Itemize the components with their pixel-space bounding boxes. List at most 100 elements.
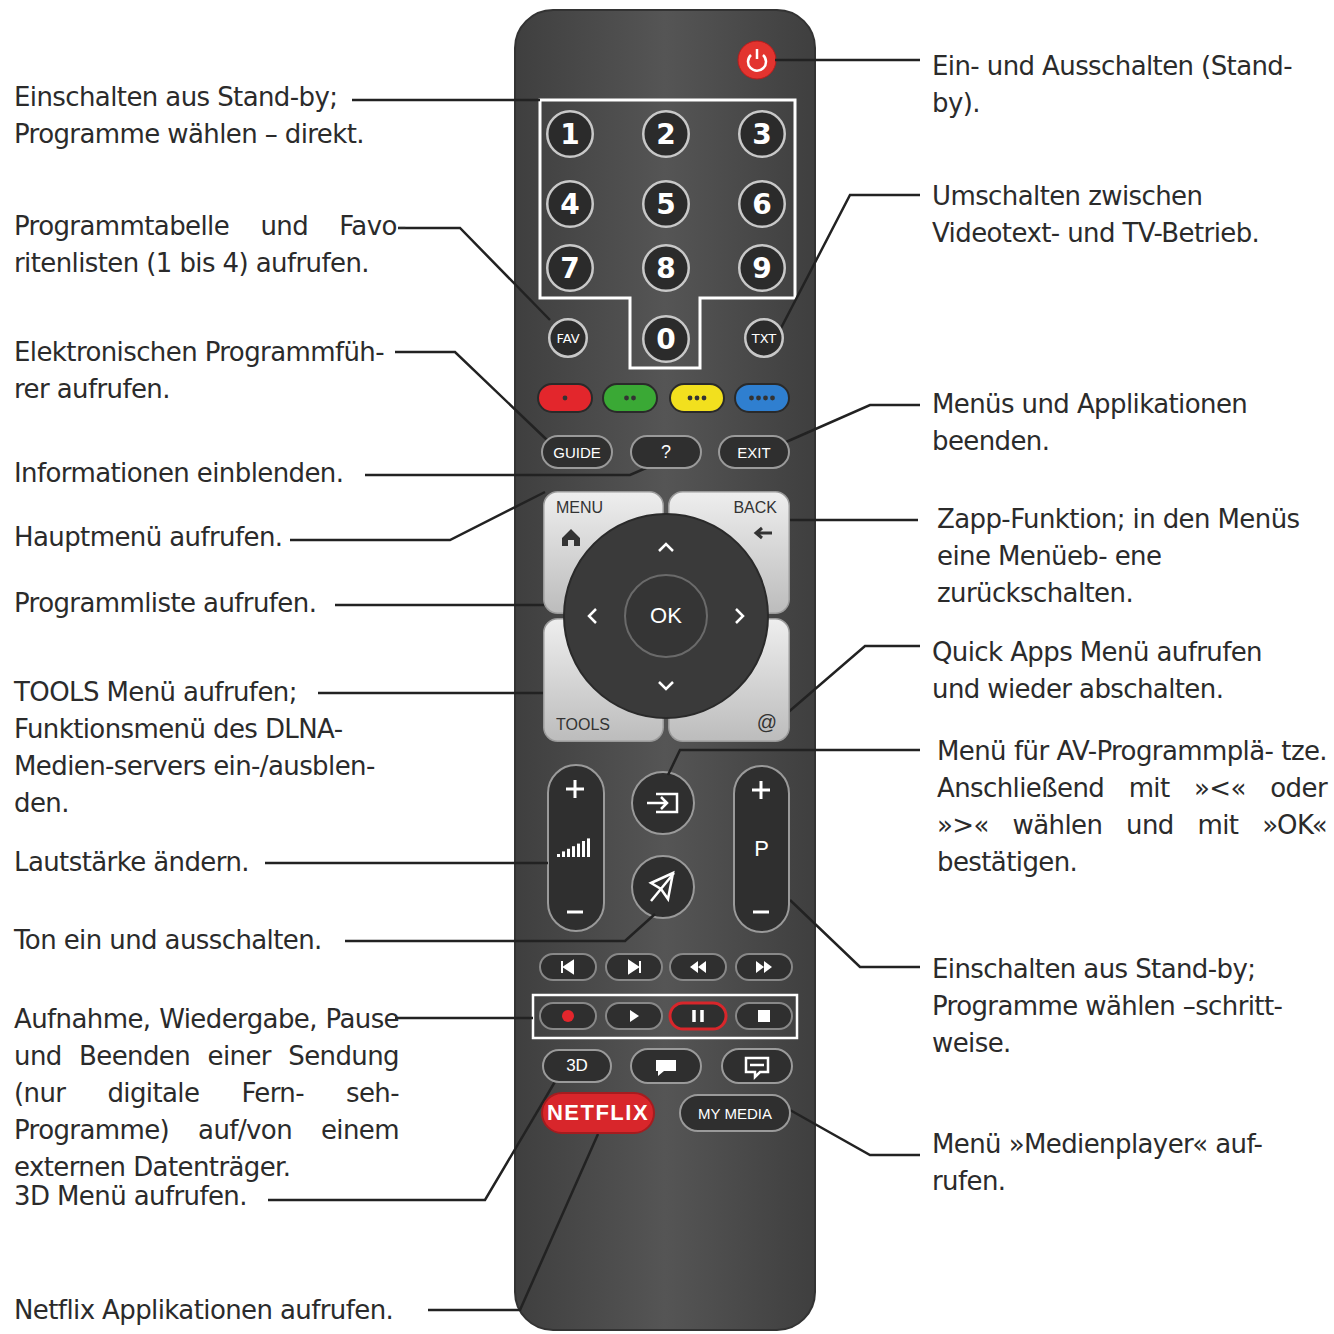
pause-icon	[694, 1010, 702, 1022]
function-button: ?	[630, 435, 702, 469]
button-outline	[734, 766, 789, 932]
function-button: EXIT	[718, 435, 790, 469]
color-dot	[631, 396, 636, 401]
button-text: P	[754, 836, 769, 862]
button-text: TOOLS	[556, 716, 610, 734]
keypad-button: 6	[738, 180, 786, 228]
function-button: 3D	[542, 1049, 612, 1083]
leader-line	[428, 1134, 598, 1310]
button-outline	[549, 319, 587, 357]
leader-line	[786, 405, 920, 442]
button-outline	[547, 181, 593, 227]
button-text: 9	[752, 252, 771, 285]
button-outline	[680, 1095, 790, 1131]
function-button: GUIDE	[541, 435, 613, 469]
button-text: OK	[650, 603, 682, 629]
source-button	[632, 772, 694, 834]
leader-line	[775, 59, 920, 62]
button-text: 1	[560, 118, 579, 151]
number-bracket	[540, 100, 795, 368]
record-row-button	[606, 1003, 662, 1029]
button-text: MENU	[556, 499, 603, 517]
keypad-button: 9	[738, 244, 786, 292]
button-text: 8	[656, 252, 675, 285]
button-outline	[625, 575, 707, 657]
button-outline	[739, 181, 785, 227]
callout-text: Umschalten zwischen Videotext- und TV-Be…	[932, 178, 1277, 252]
button-outline	[542, 1093, 654, 1133]
power-icon	[756, 49, 759, 59]
transport-button	[540, 954, 596, 980]
leader-line	[785, 646, 920, 715]
leader-line	[365, 462, 660, 475]
color-dot	[563, 396, 568, 401]
volume-button	[548, 765, 604, 931]
button-outline	[643, 111, 689, 157]
leader-line	[265, 862, 548, 865]
record-row-button	[540, 1003, 596, 1029]
keypad-button: 2	[642, 110, 690, 158]
callout-text: Einschalten aus Stand-by; Programme wähl…	[932, 951, 1312, 1062]
button-outline	[631, 436, 701, 468]
button-outline	[669, 619, 790, 742]
button-outline	[739, 245, 785, 291]
button-text: 0	[656, 323, 675, 356]
color-button	[538, 384, 592, 412]
color-dot	[749, 396, 754, 401]
button-text: GUIDE	[553, 444, 601, 461]
leader-line	[290, 492, 545, 540]
callout-text: Menüs und Applikationen beenden.	[932, 386, 1277, 460]
button-outline	[643, 316, 689, 362]
color-dot	[756, 396, 761, 401]
keypad-button: 8	[642, 244, 690, 292]
plus-symbol	[566, 780, 584, 798]
callout-text: Netflix Applikationen aufrufen.	[14, 1292, 434, 1329]
button-text: 3	[752, 118, 771, 151]
leader-line	[395, 352, 547, 440]
button-text: ?	[661, 442, 671, 463]
record-row-button	[670, 1003, 726, 1029]
callout-text: Menü für AV-Programmplä- tze. Anschließe…	[937, 733, 1327, 881]
button-text: NETFLIX	[547, 1100, 649, 1126]
remote-body	[515, 10, 815, 1330]
button-outline	[547, 245, 593, 291]
play-icon	[630, 1010, 639, 1022]
button-text: 7	[560, 252, 579, 285]
callout-text: Quick Apps Menü aufrufen und wieder absc…	[932, 634, 1302, 708]
button-text: FAV	[556, 331, 579, 346]
volume-bar	[582, 841, 585, 857]
color-dot	[763, 396, 768, 401]
color-button	[670, 384, 724, 412]
minus-symbol	[567, 911, 583, 914]
rewind-icon	[690, 961, 706, 973]
feature-button	[722, 1049, 792, 1083]
color-dot	[770, 396, 775, 401]
button-outline	[544, 619, 664, 742]
volume-bar	[562, 851, 565, 857]
skip-back-icon	[562, 961, 573, 973]
function-button: MY MEDIA	[679, 1094, 791, 1132]
callout-text: Zapp-Funktion; in den Menüs eine Menüeb-…	[937, 501, 1317, 612]
button-text: 4	[560, 188, 579, 221]
fast-forward-icon	[756, 961, 772, 973]
button-text: TXT	[752, 331, 777, 346]
callout-text: Menü »Medienplayer« auf- rufen.	[932, 1126, 1302, 1200]
button-outline	[643, 181, 689, 227]
volume-bar	[567, 849, 570, 857]
keypad-button: 7	[546, 244, 594, 292]
source-icon	[647, 794, 677, 812]
button-text: 6	[752, 188, 771, 221]
callout-text: 3D Menü aufrufen.	[14, 1178, 284, 1215]
callout-text: Informationen einblenden.	[14, 455, 374, 492]
leader-line	[786, 519, 918, 522]
power-button	[738, 41, 776, 79]
callout-text: Programmtabelle und Favo- ritenlisten (1…	[14, 208, 406, 282]
mute-icon	[651, 873, 674, 901]
callout-text: Ton ein und ausschalten.	[14, 922, 354, 959]
skip-forward-icon	[629, 961, 640, 973]
volume-bar	[587, 838, 590, 857]
callout-text: Elektronischen Programmfüh- rer aufrufen…	[14, 334, 399, 408]
color-button	[603, 384, 657, 412]
button-outline	[547, 111, 593, 157]
keypad-button: 0	[642, 315, 690, 363]
